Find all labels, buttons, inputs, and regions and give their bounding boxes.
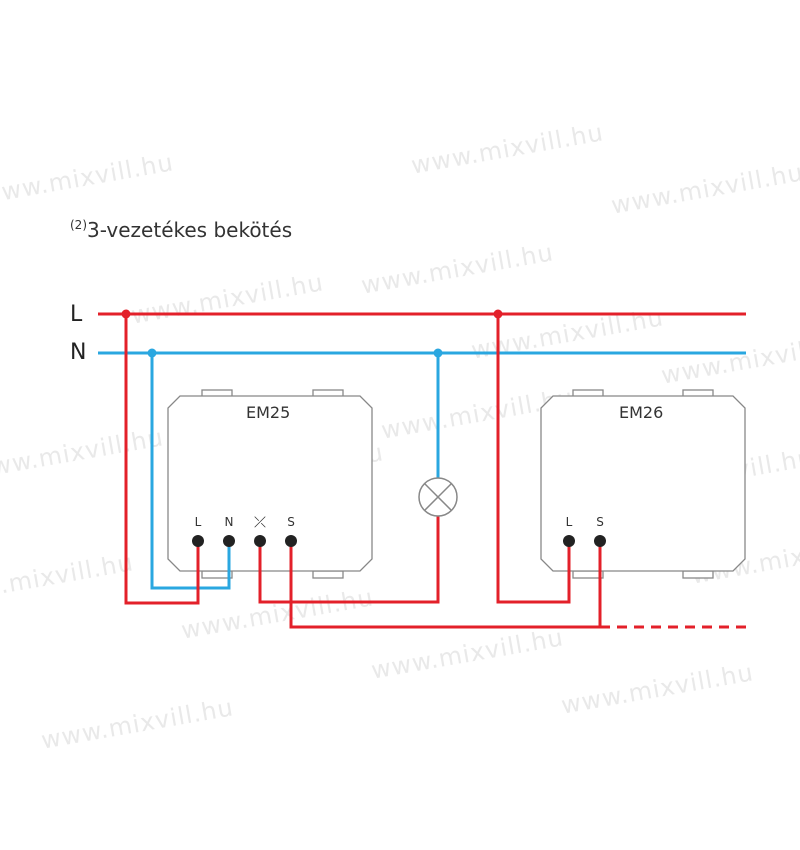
device-outline xyxy=(167,395,373,572)
mount-tab xyxy=(312,570,344,579)
device-label-em26: EM26 xyxy=(619,403,664,422)
lamp-icon xyxy=(418,477,458,517)
terminal-s xyxy=(594,535,606,547)
terminal-l xyxy=(563,535,575,547)
terminal-s xyxy=(285,535,297,547)
device-em25 xyxy=(167,389,373,579)
switched-wire-lamp xyxy=(258,516,440,604)
s-wire xyxy=(289,541,600,629)
device-label-em25: EM25 xyxy=(246,403,291,422)
bus-label-n: N xyxy=(70,340,87,365)
terminal-label-s: S xyxy=(596,515,604,529)
terminal-label-switched: ⤫ xyxy=(253,513,266,531)
terminal-switched xyxy=(254,535,266,547)
junction-dot xyxy=(121,309,131,319)
junction-dot xyxy=(493,309,503,319)
terminal-label-s: S xyxy=(287,515,295,529)
neutral-wire-em25 xyxy=(150,353,231,590)
terminal-l xyxy=(192,535,204,547)
terminal-label-l: L xyxy=(194,515,202,529)
junction-dot xyxy=(433,348,443,358)
terminal-label-n: N xyxy=(224,515,234,529)
diagram-title: (2)3-vezetékes bekötés xyxy=(70,218,292,242)
bus-label-l: L xyxy=(70,302,83,327)
mount-tab xyxy=(682,570,714,579)
terminal-label-l: L xyxy=(565,515,573,529)
device-em26 xyxy=(540,389,746,579)
live-wire-em26 xyxy=(496,314,571,604)
terminal-n xyxy=(223,535,235,547)
live-wire-em25 xyxy=(124,314,200,605)
junction-dot xyxy=(147,348,157,358)
device-outline xyxy=(540,395,746,572)
title-text: 3-vezetékes bekötés xyxy=(87,218,293,242)
title-superscript: (2) xyxy=(70,218,87,232)
